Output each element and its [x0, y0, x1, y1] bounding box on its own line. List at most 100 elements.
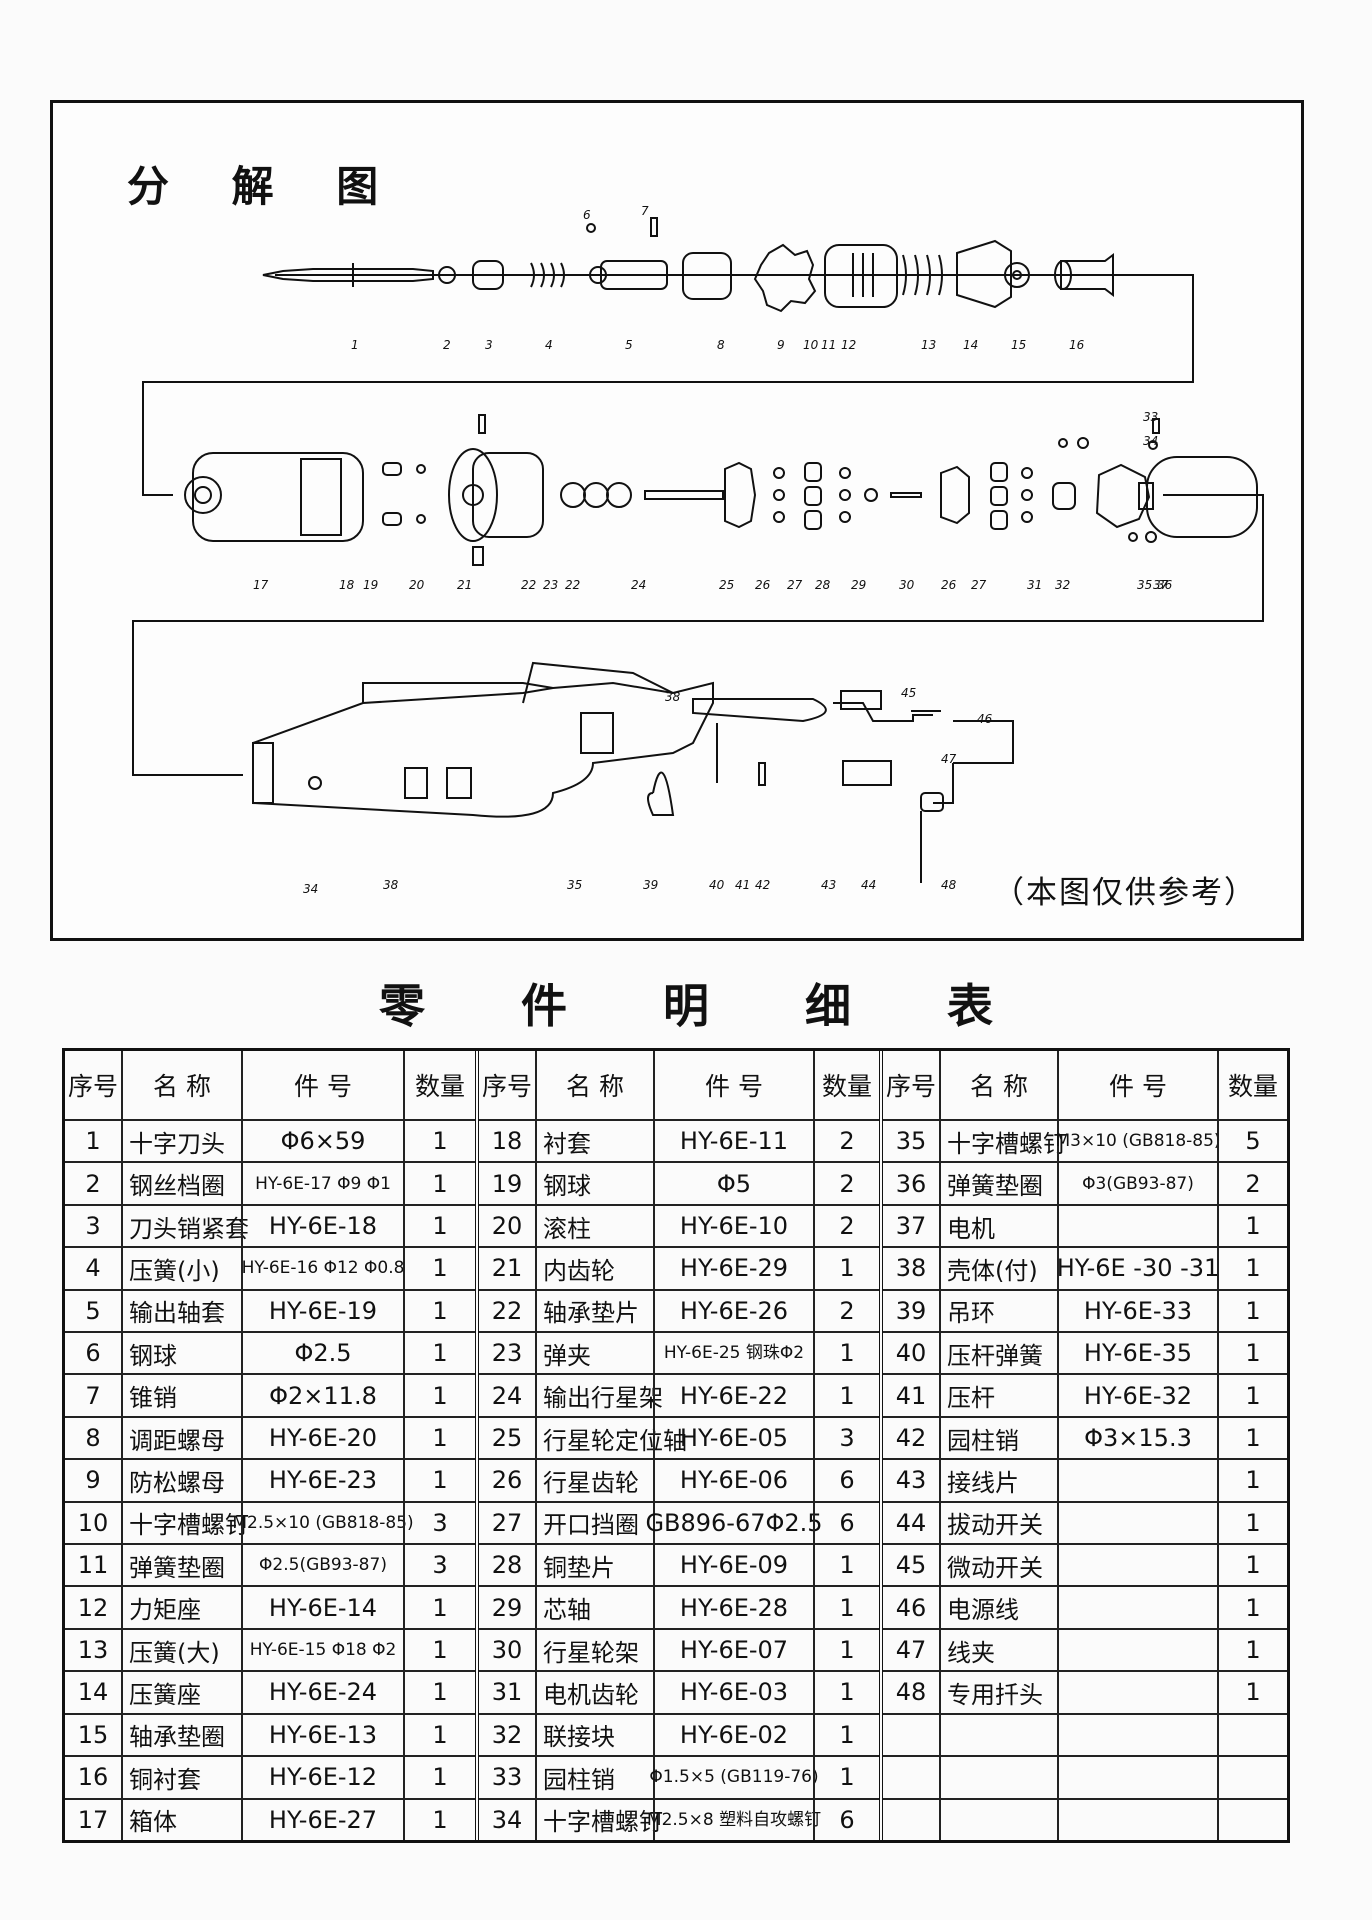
part-code-cell: Φ6×59 [241, 1121, 403, 1162]
part-number-cell: 9 [85, 1466, 101, 1495]
part-name-cell: 刀头销紧套 [121, 1205, 249, 1247]
part-number-cell: 31 [491, 1678, 523, 1707]
part-label: 32 [1055, 578, 1070, 592]
part-code-cell: HY-6E-02 [653, 1714, 813, 1756]
part-code-cell: HY-6E-05 [653, 1417, 813, 1459]
part-code-cell [1057, 1714, 1217, 1756]
part-name-cell: 线夹 [939, 1629, 1057, 1671]
quantity-cell: 1 [1217, 1672, 1287, 1713]
part-number-cell: 11 [77, 1551, 109, 1580]
column-header: 数量 [1217, 1051, 1287, 1119]
part-name-cell: 输出轴套 [121, 1290, 241, 1332]
quantity-cell: 1 [403, 1460, 475, 1501]
quantity-cell: 1 [1217, 1587, 1287, 1628]
part-name-cell: 十字槽螺钉 [535, 1799, 663, 1840]
column-header: 数量 [813, 1051, 879, 1119]
quantity-cell: 1 [403, 1757, 475, 1798]
part-label: 30 [899, 578, 915, 592]
part-code-cell [1057, 1460, 1217, 1501]
part-code-cell [1057, 1502, 1217, 1544]
part-number-cell: 13 [77, 1636, 109, 1665]
part-code-cell: HY-6E -30 -31 [1057, 1248, 1219, 1289]
column-header: 序号 [885, 1072, 936, 1101]
part-code-cell [1057, 1205, 1217, 1247]
part-code-cell: Φ2.5 [241, 1333, 403, 1374]
part-code-cell: M2.5×10 (GB818-85) [232, 1502, 414, 1544]
part-label: 37 [1153, 578, 1169, 592]
part-number-cell: 37 [895, 1212, 927, 1241]
part-name-cell: 调距螺母 [121, 1417, 241, 1459]
column-header: 件 号 [241, 1051, 403, 1119]
part-label: 44 [861, 878, 876, 892]
part-number-cell [883, 1715, 939, 1755]
table-row [883, 1712, 1287, 1756]
quantity-cell: 1 [1217, 1205, 1287, 1247]
part-label: 34 [303, 882, 318, 896]
part-name-cell: 压簧座 [121, 1672, 241, 1713]
part-code-cell: HY-6E-32 [1057, 1375, 1217, 1416]
part-name-cell: 吊环 [939, 1290, 1057, 1332]
part-label: 27 [787, 578, 803, 592]
part-name-cell [939, 1757, 1057, 1798]
quantity-cell: 1 [403, 1121, 475, 1162]
part-number-cell: 30 [491, 1636, 523, 1665]
column-header: 数量 [403, 1051, 475, 1119]
quantity-cell: 1 [813, 1545, 879, 1586]
part-label: 20 [409, 578, 425, 592]
part-label: 17 [253, 578, 269, 592]
part-name-cell: 防松螺母 [121, 1460, 241, 1501]
part-label: 1 [351, 338, 359, 352]
part-name-cell: 输出行星架 [535, 1375, 663, 1416]
part-code-cell: HY-6E-03 [653, 1672, 813, 1713]
table-row [883, 1755, 1287, 1798]
column-header: 名 称 [939, 1051, 1057, 1119]
part-code-cell: HY-6E-27 [241, 1799, 403, 1840]
part-code-cell: HY-6E-09 [653, 1545, 813, 1586]
part-38-housing [252, 661, 714, 818]
part-name-cell: 园柱销 [939, 1417, 1057, 1459]
part-name-cell: 箱体 [121, 1799, 241, 1840]
quantity-cell: 6 [813, 1799, 879, 1840]
part-code-cell: HY-6E-25 钢珠Φ2 [653, 1333, 813, 1374]
table-header-row: 序号名 称件 号数量 [479, 1051, 879, 1121]
part-label: 9 [777, 338, 785, 352]
part-number-cell: 43 [895, 1466, 927, 1495]
part-name-cell: 力矩座 [121, 1587, 241, 1628]
part-number-cell: 4 [85, 1254, 101, 1283]
part-name-cell: 弹夹 [535, 1333, 653, 1374]
column-header: 名 称 [535, 1051, 653, 1119]
part-17-gearbox [184, 452, 364, 542]
part-code-cell: Φ2.5(GB93-87) [241, 1545, 403, 1586]
part-label: 36 [1157, 578, 1173, 592]
quantity-cell: 1 [813, 1672, 879, 1713]
part-code-cell: HY-6E-19 [241, 1290, 403, 1332]
part-number-cell: 45 [895, 1551, 927, 1580]
part-name-cell: 弹簧垫圈 [121, 1545, 241, 1586]
quantity-cell: 1 [1217, 1417, 1287, 1459]
part-number-cell: 21 [491, 1254, 523, 1283]
part-label: 16 [1069, 338, 1085, 352]
part-name-cell: 十字槽螺钉 [121, 1502, 249, 1544]
quantity-cell: 1 [403, 1163, 475, 1204]
part-number-cell: 26 [491, 1466, 523, 1495]
part-number-cell: 44 [895, 1508, 927, 1537]
part-code-cell: HY-6E-16 Φ12 Φ0.8 [241, 1248, 404, 1289]
part-code-cell: HY-6E-14 [241, 1587, 403, 1628]
column-header: 序号 [481, 1072, 532, 1101]
quantity-cell: 3 [813, 1417, 879, 1459]
quantity-cell: 3 [403, 1502, 475, 1544]
part-number-cell: 1 [85, 1127, 101, 1156]
part-code-cell: HY-6E-17 Φ9 Φ1 [241, 1163, 403, 1204]
part-number-cell: 23 [491, 1339, 523, 1368]
